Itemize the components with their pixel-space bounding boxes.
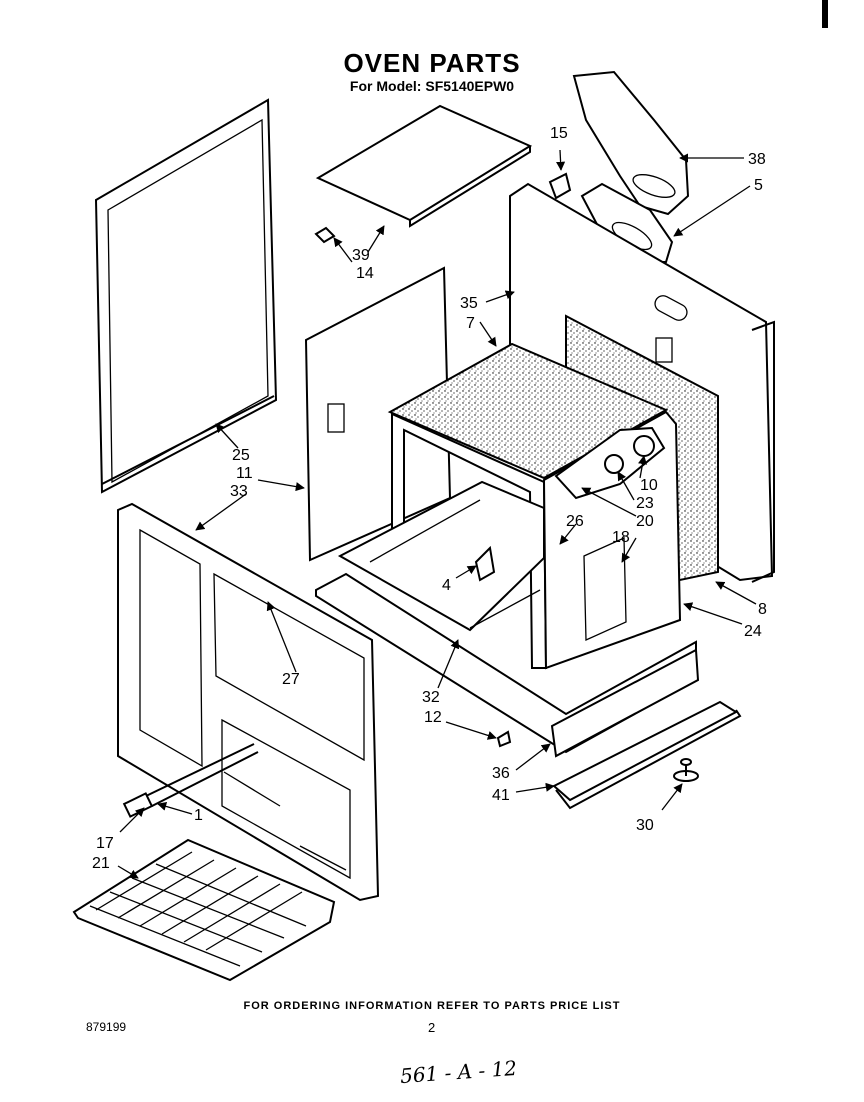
part-rack-guide-1 <box>122 743 259 818</box>
callout-36: 36 <box>492 765 510 782</box>
callout-41: 41 <box>492 787 510 804</box>
callout-18: 18 <box>612 529 630 546</box>
page-number: 2 <box>428 1020 436 1035</box>
callout-35: 35 <box>460 295 478 312</box>
part-clip-12 <box>496 730 512 748</box>
callout-38: 38 <box>748 151 766 168</box>
callout-24: 24 <box>744 623 762 640</box>
callout-labels: 15 38 5 39 14 35 7 25 11 33 10 23 20 26 … <box>92 125 767 872</box>
callout-10: 10 <box>640 477 658 494</box>
callout-25: 25 <box>232 447 250 464</box>
part-burner-assembly <box>554 426 666 500</box>
callout-14: 14 <box>356 265 374 282</box>
callout-23: 23 <box>636 495 654 512</box>
ordering-note: FOR ORDERING INFORMATION REFER TO PARTS … <box>243 1000 621 1012</box>
part-bracket-15 <box>548 172 572 200</box>
part-oven-bottom-32 <box>337 480 545 632</box>
document-number: 879199 <box>86 1020 127 1034</box>
callout-12: 12 <box>424 709 442 726</box>
part-oven-rack-21 <box>72 838 336 982</box>
callout-27: 27 <box>282 671 300 688</box>
callout-15: 15 <box>550 125 568 142</box>
callout-17: 17 <box>96 835 114 852</box>
callout-33: 33 <box>230 483 248 500</box>
callout-20: 20 <box>636 513 654 530</box>
part-drawer-rail-41 <box>552 700 742 810</box>
model-subtitle: For Model: SF5140EPW0 <box>349 78 515 94</box>
callout-32: 32 <box>422 689 440 706</box>
part-front-frame-33 <box>117 502 380 902</box>
callout-11: 11 <box>236 465 253 482</box>
leader-lines <box>117 149 757 879</box>
callout-4: 4 <box>442 577 451 594</box>
callout-21: 21 <box>92 855 110 872</box>
part-bracket-4 <box>474 545 496 582</box>
part-top-panel <box>315 104 533 228</box>
callout-8: 8 <box>758 601 767 618</box>
part-door-outer-panel <box>94 98 278 494</box>
callout-39: 39 <box>352 247 370 264</box>
scan-edge-mark <box>822 0 828 28</box>
callout-30: 30 <box>636 817 654 834</box>
callout-26: 26 <box>566 513 584 530</box>
callout-5: 5 <box>754 177 763 194</box>
part-clip-14 <box>314 226 336 244</box>
callout-1: 1 <box>194 807 203 824</box>
part-vent-cover-38 <box>572 70 690 216</box>
part-base-tray <box>315 572 700 758</box>
part-leveling-leg-30 <box>673 758 699 782</box>
page-title: OVEN PARTS <box>343 48 521 78</box>
callout-7: 7 <box>466 315 475 332</box>
